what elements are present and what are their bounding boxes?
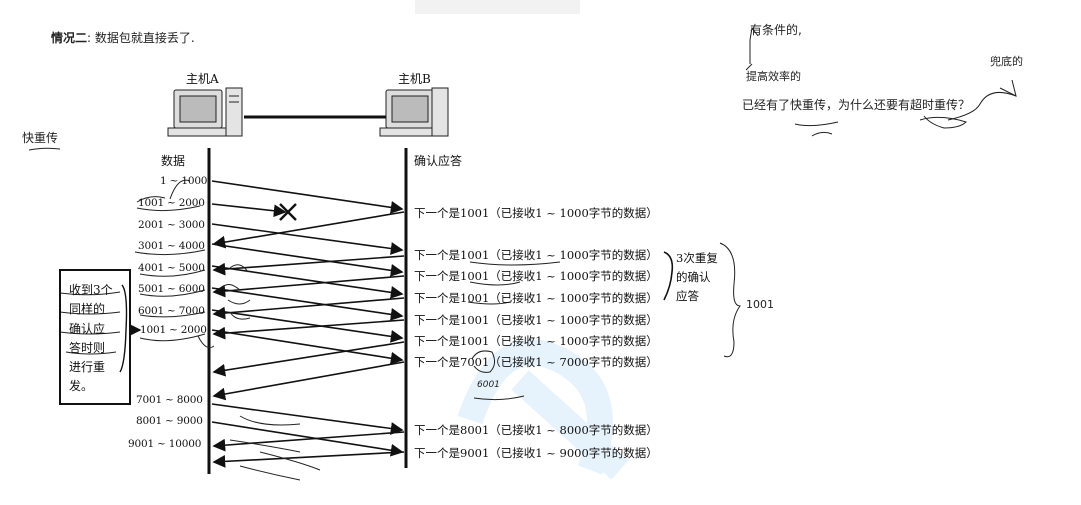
box-note-line: 进行重 xyxy=(69,360,106,374)
box-note-line: 同样的 xyxy=(69,302,106,316)
segment-label: 6001 ~ 7000 xyxy=(138,305,205,317)
ack-arrow-5 xyxy=(212,319,405,340)
segment-label: 5001 ~ 6000 xyxy=(138,283,205,295)
box-note-line: 确认应 xyxy=(69,322,106,336)
segment-label: 1001 ~ 2000 xyxy=(140,324,207,336)
computer-b-icon xyxy=(379,87,449,137)
ack-label: 下一个是1001（已接收1 ~ 1000字节的数据） xyxy=(414,291,658,305)
segment-label: 1 ~ 1000 xyxy=(160,175,208,187)
send-arrow-4 xyxy=(211,243,404,277)
ack-label: 下一个是1001（已接收1 ~ 1000字节的数据） xyxy=(414,269,658,283)
ack-arrow-8 xyxy=(212,431,405,452)
handwritten-6001: 6001 xyxy=(477,380,500,390)
ack-label: 下一个是8001（已接收1 ~ 8000字节的数据） xyxy=(414,423,658,437)
segment-label: 9001 ~ 10000 xyxy=(128,438,202,450)
handwritten-efficiency: 提高效率的 xyxy=(746,70,801,83)
send-arrow-9 xyxy=(211,421,404,457)
segment-label: 4001 ~ 5000 xyxy=(138,262,205,274)
send-arrow-3 xyxy=(211,223,404,255)
ack-arrow-4 xyxy=(212,297,405,320)
ack-arrow-1 xyxy=(212,211,405,249)
box-note-line: 收到3个 xyxy=(69,283,113,297)
ack-label: 下一个是1001（已接收1 ~ 1000字节的数据） xyxy=(414,248,658,262)
box-brace xyxy=(119,284,128,373)
segment-label: 3001 ~ 4000 xyxy=(138,240,205,252)
dup-ack-brace xyxy=(663,251,674,301)
handwritten-fallback: 兜底的 xyxy=(990,55,1023,68)
send-arrow-1 xyxy=(211,180,404,214)
segment-label: 7001 ~ 8000 xyxy=(136,394,203,406)
ack-arrow-9 xyxy=(212,451,405,468)
handwritten-question: 已经有了快重传，为什么还要有超时重传？ xyxy=(742,98,971,112)
ack-label: 下一个是1001（已接收1 ~ 1000字节的数据） xyxy=(414,206,658,220)
segment-label: 8001 ~ 9000 xyxy=(136,415,203,427)
lost-packet-x-icon xyxy=(279,203,297,221)
box-note-line: 发。 xyxy=(69,379,94,393)
column-a-label: 数据 xyxy=(161,154,186,168)
ack-arrow-3 xyxy=(212,275,405,298)
segment-label: 1001 ~ 2000 xyxy=(138,197,205,209)
send-arrow-8 xyxy=(211,403,404,435)
handwritten-marks xyxy=(28,26,1017,481)
handwritten-1001: 1001 xyxy=(746,298,774,311)
dup-ack-note-line: 应答 xyxy=(676,289,699,303)
computer-a-icon xyxy=(167,87,243,137)
host-b-label: 主机B xyxy=(398,72,431,86)
send-arrow-resend xyxy=(211,329,404,365)
column-b-label: 确认应答 xyxy=(414,154,463,168)
section-heading: 情况二: 数据包就直接丢了. xyxy=(51,31,195,45)
segment-label: 2001 ~ 3000 xyxy=(138,219,205,231)
dup-ack-note-line: 3次重复 xyxy=(676,251,718,265)
fast-retransmit-note-box: 收到3个 同样的 确认应 答时则 进行重 发。 xyxy=(59,269,131,405)
ack-label: 下一个是1001（已接收1 ~ 1000字节的数据） xyxy=(414,334,658,348)
ack-arrow-7 xyxy=(212,361,405,401)
handwritten-conditional: 有条件的, xyxy=(750,23,802,37)
box-note-line: 答时则 xyxy=(69,341,106,355)
send-arrow-5 xyxy=(211,265,404,299)
left-note: 快重传 xyxy=(22,131,59,145)
ack-arrow-2 xyxy=(212,255,405,276)
send-arrow-2-lost xyxy=(211,203,287,218)
ack-label: 下一个是9001（已接收1 ~ 9000字节的数据） xyxy=(414,446,658,460)
dup-ack-note-line: 的确认 xyxy=(676,270,711,284)
host-a-label: 主机A xyxy=(186,72,219,86)
send-arrow-7 xyxy=(211,309,404,343)
send-arrow-6 xyxy=(211,287,404,321)
ack-label: 下一个是7001（已接收1 ~ 7000字节的数据） xyxy=(414,355,658,369)
ack-arrow-6 xyxy=(212,341,405,377)
ack-label: 下一个是1001（已接收1 ~ 1000字节的数据） xyxy=(414,313,658,327)
